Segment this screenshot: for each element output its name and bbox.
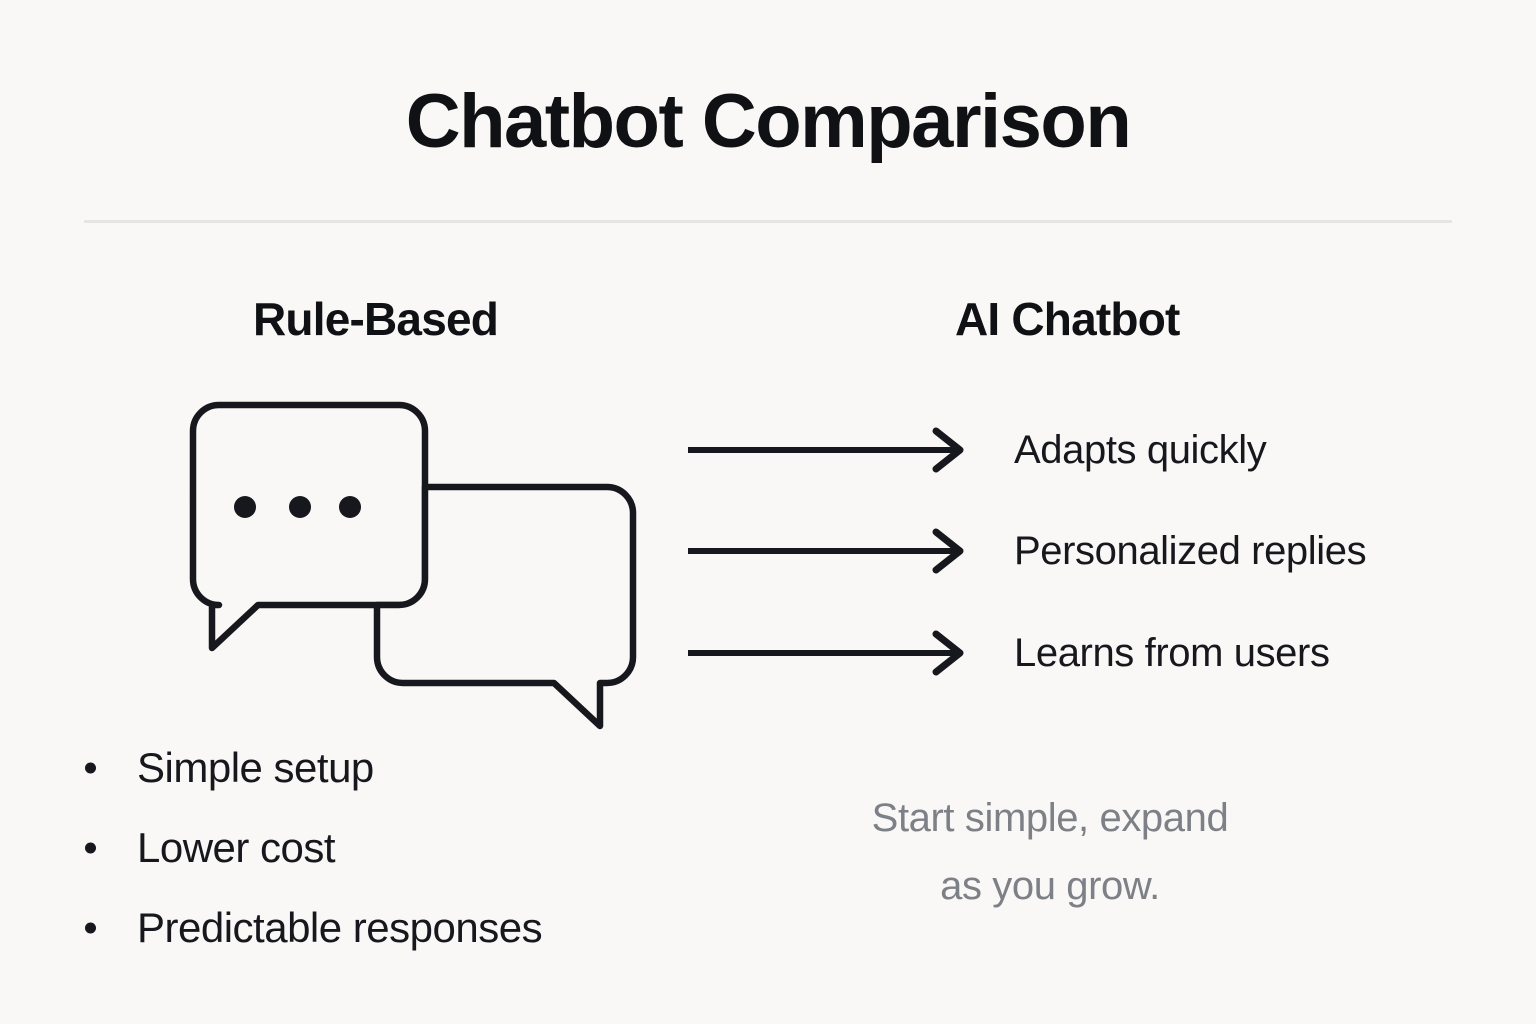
- ai-feature-label: Personalized replies: [1014, 528, 1367, 573]
- ai-feature-row: Adapts quickly: [688, 420, 1448, 480]
- bullet-label: Simple setup: [137, 744, 374, 791]
- bullet-dot-icon: [85, 762, 96, 774]
- list-item: Predictable responses: [80, 888, 700, 968]
- list-item: Simple setup: [80, 728, 700, 808]
- ai-feature-label: Adapts quickly: [1014, 427, 1267, 472]
- bullet-label: Predictable responses: [137, 904, 543, 951]
- footnote-line-1: Start simple, expand: [871, 796, 1229, 840]
- bullet-label: Lower cost: [137, 824, 336, 871]
- ai-feature-row: Learns from users: [688, 623, 1448, 683]
- column-heading-rule-based: Rule-Based: [253, 293, 499, 345]
- column-heading-ai-chatbot: AI Chatbot: [955, 293, 1180, 345]
- typing-dot-3: [339, 496, 361, 518]
- typing-dot-2: [289, 496, 311, 518]
- typing-dot-1: [234, 496, 256, 518]
- rule-based-bullet-list: Simple setup Lower cost Predictable resp…: [80, 728, 700, 968]
- arrow-right-icon: [688, 630, 964, 676]
- footnote-line-2: as you grow.: [940, 864, 1160, 908]
- page-title: Chatbot Comparison: [405, 79, 1132, 164]
- list-item: Lower cost: [80, 808, 700, 888]
- chat-bubbles-icon: [150, 380, 670, 750]
- arrow-right-icon: [688, 427, 964, 473]
- bullet-dot-icon: [85, 922, 96, 934]
- bubble-front-shape: [373, 483, 637, 730]
- ai-feature-row: Personalized replies: [688, 521, 1448, 581]
- bullet-dot-icon: [85, 842, 96, 854]
- ai-feature-label: Learns from users: [1014, 630, 1330, 675]
- header-divider: [84, 220, 1452, 223]
- footnote: Start simple, expand as you grow.: [800, 784, 1300, 920]
- arrow-right-icon: [688, 528, 964, 574]
